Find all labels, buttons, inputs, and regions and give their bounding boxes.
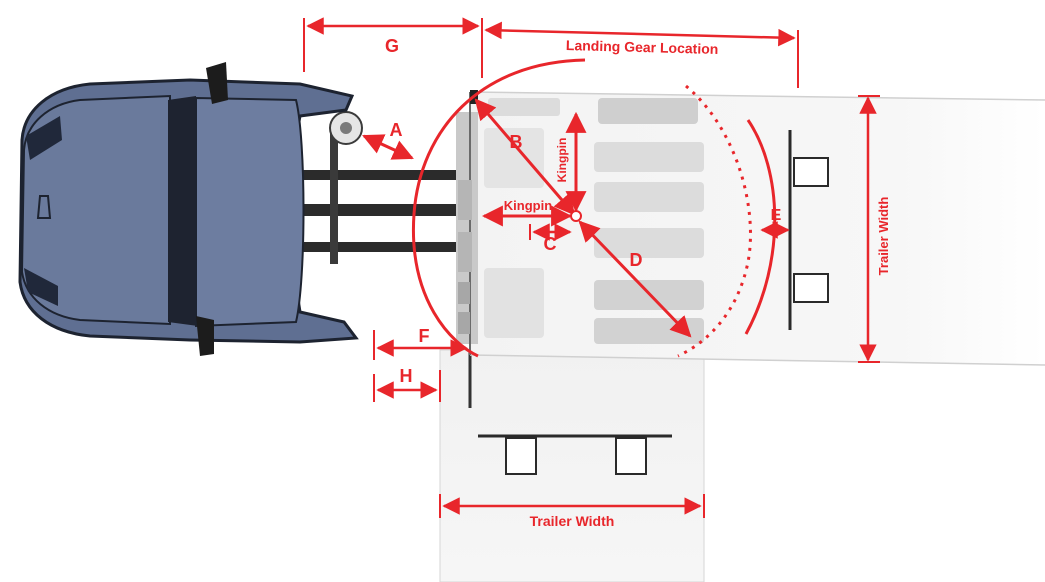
tractor-truck bbox=[18, 62, 456, 356]
label-a: A bbox=[390, 120, 403, 140]
label-d: D bbox=[630, 250, 643, 270]
label-g: G bbox=[385, 36, 399, 56]
label-trailer-width-side: Trailer Width bbox=[876, 197, 891, 276]
dimension-labels: G Landing Gear Location A B Kingpin King… bbox=[385, 36, 891, 529]
label-kingpin-horizontal: Kingpin bbox=[504, 198, 552, 213]
trailer-rotated bbox=[439, 349, 705, 582]
landing-gear-rotated bbox=[478, 434, 672, 475]
label-trailer-width-bottom: Trailer Width bbox=[530, 513, 615, 529]
label-h: H bbox=[400, 366, 413, 386]
label-c: C bbox=[544, 234, 557, 254]
label-f: F bbox=[419, 326, 430, 346]
label-landing-gear-location: Landing Gear Location bbox=[566, 37, 719, 57]
label-e: E bbox=[771, 207, 782, 224]
label-b: B bbox=[510, 132, 523, 152]
landing-gear-main bbox=[788, 130, 829, 330]
dimension-lines bbox=[303, 17, 880, 518]
fifth-wheel bbox=[329, 111, 363, 145]
label-kingpin-vertical: Kingpin bbox=[555, 138, 569, 183]
